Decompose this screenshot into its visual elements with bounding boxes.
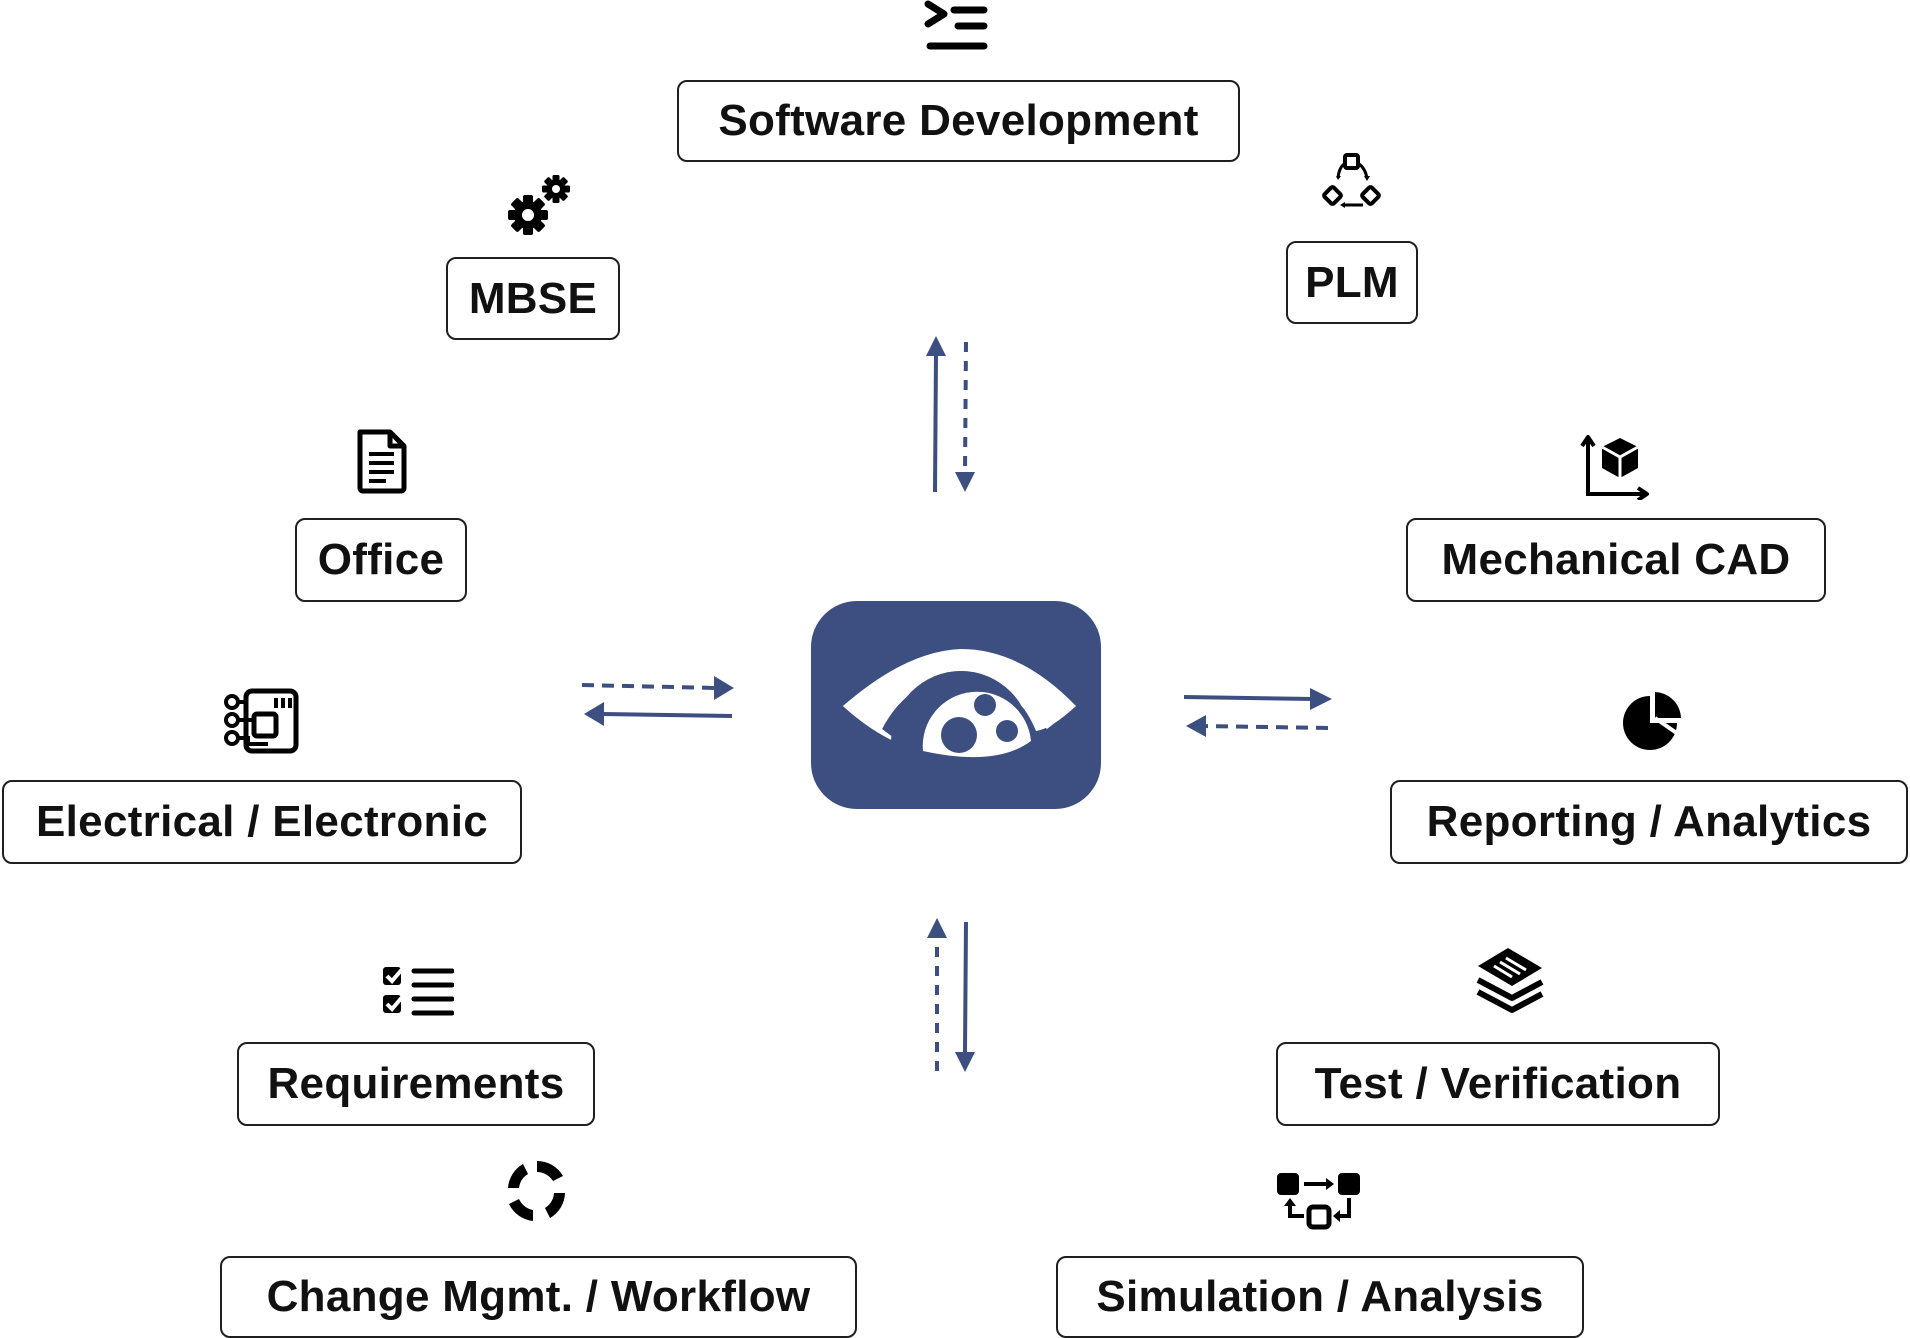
workflow-blocks-icon <box>1277 1173 1360 1230</box>
eye-logo-icon <box>811 601 1101 809</box>
pie-chart-icon <box>1623 692 1681 750</box>
node-plm: PLM <box>1286 241 1418 324</box>
circuit-chip-icon <box>224 688 299 754</box>
cube-axes-icon <box>1580 435 1649 500</box>
circular-arrows-icon <box>508 1161 565 1221</box>
node-simulation-analysis: Simulation / Analysis <box>1056 1256 1584 1338</box>
node-mbse: MBSE <box>446 257 620 340</box>
checklist-icon <box>383 965 454 1016</box>
node-office: Office <box>295 518 467 602</box>
node-test-verification: Test / Verification <box>1276 1042 1720 1126</box>
node-electrical-electronic: Electrical / Electronic <box>2 780 522 864</box>
stacked-layers-icon <box>1476 948 1544 1013</box>
node-change-mgmt-workflow: Change Mgmt. / Workflow <box>220 1256 857 1338</box>
code-list-icon <box>924 0 988 50</box>
arrow-pair-top <box>926 336 975 493</box>
document-icon <box>357 429 407 494</box>
gears-icon <box>508 175 570 235</box>
cycle-shapes-icon <box>1322 153 1381 208</box>
node-mechanical-cad: Mechanical CAD <box>1406 518 1826 602</box>
arrow-pair-right <box>1183 688 1332 737</box>
node-requirements: Requirements <box>237 1042 595 1126</box>
arrow-pair-left <box>581 676 734 726</box>
node-software-development: Software Development <box>677 80 1240 162</box>
arrow-pair-bottom <box>927 918 975 1072</box>
node-reporting-analytics: Reporting / Analytics <box>1390 780 1908 864</box>
